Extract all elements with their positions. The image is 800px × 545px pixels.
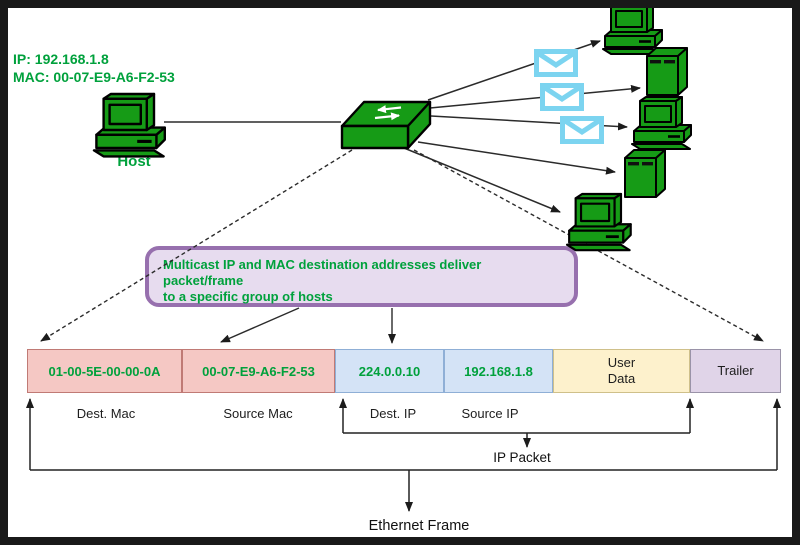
note-line-1: Multicast IP and MAC destination address… (163, 257, 482, 288)
desktop-icon-3 (565, 192, 633, 252)
frame-field-source-mac: 00-07-E9-A6-F2-53 (182, 349, 335, 393)
host-ip-label: IP: 192.168.1.8 (13, 51, 109, 67)
user-data-value: User Data (607, 355, 636, 386)
frame-field-dest-ip: 224.0.0.10 (335, 349, 444, 393)
dest-ip-value: 224.0.0.10 (358, 363, 421, 379)
envelope-icon-3 (563, 119, 602, 142)
trailer-value: Trailer (717, 363, 754, 378)
desktop-icon-2 (630, 95, 693, 151)
ethernet-frame-bracket (26, 398, 781, 512)
frame-field-dest-mac: 01-00-5E-00-00-0A (27, 349, 182, 393)
label-dest-mac: Dest. Mac (76, 406, 136, 421)
network-switch-icon (340, 100, 432, 150)
envelope-icon-1 (537, 52, 576, 75)
switch-front (340, 124, 410, 150)
dest-mac-value: 01-00-5E-00-00-0A (48, 363, 161, 379)
host-mac-label: MAC: 00-07-E9-A6-F2-53 (13, 69, 175, 85)
source-ip-value: 192.168.1.8 (464, 363, 533, 379)
host-desktop-icon (92, 92, 167, 158)
switch-to-server2-arrow (417, 141, 616, 175)
note-line-2: to a specific group of hosts (163, 289, 333, 304)
switch-to-server1-arrow (429, 84, 641, 109)
note-arrow-source-mac (220, 307, 300, 343)
note-arrows (220, 307, 396, 344)
frame-field-user-data: User Data (553, 349, 690, 393)
frame-field-trailer: Trailer (690, 349, 781, 393)
ip-packet-label: IP Packet (493, 450, 551, 465)
desktop-icon-1 (601, 0, 664, 56)
ip-packet-bracket (339, 398, 694, 448)
server-icon-1 (646, 47, 688, 96)
source-mac-value: 00-07-E9-A6-F2-53 (202, 363, 315, 379)
switch-to-pc3-arrow (403, 147, 561, 213)
envelope-icon-2 (543, 86, 582, 109)
multicast-note-box: Multicast IP and MAC destination address… (145, 246, 578, 307)
server-icon-2 (624, 149, 666, 198)
ethernet-frame-label: Ethernet Frame (368, 518, 470, 534)
switch-arrows (374, 105, 402, 121)
label-dest-ip: Dest. IP (369, 406, 417, 421)
label-source-mac: Source Mac (223, 406, 293, 421)
label-source-ip: Source IP (461, 406, 519, 421)
dashed-arrow-dest-mac (40, 149, 353, 342)
frame-field-source-ip: 192.168.1.8 (444, 349, 553, 393)
